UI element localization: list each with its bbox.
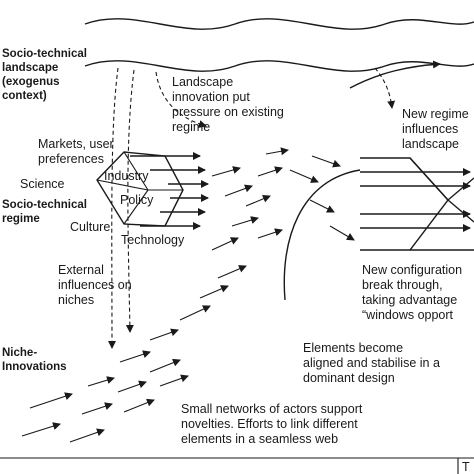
landscape-band [84, 18, 474, 72]
landscape-pressure-label: Landscape innovation put pressure on exi… [172, 75, 287, 134]
transition-curves [283, 60, 441, 301]
science-label: Science [20, 177, 65, 191]
niche-title: Niche- Innovations [2, 347, 67, 373]
regime-title: Socio-technical regime [2, 199, 90, 225]
regime-flow-arrows [211, 147, 355, 251]
new-regime-label: New regime influences landscape [402, 107, 472, 151]
culture-label: Culture [70, 220, 110, 234]
corner-label: T [462, 460, 470, 474]
industry-label: Industry [104, 169, 149, 183]
markets-label: Markets, user preferences [38, 137, 117, 166]
technology-label: Technology [121, 233, 185, 247]
new-regime-shape [360, 157, 474, 251]
regime-hexagon [96, 151, 184, 227]
niche-arrows [21, 265, 247, 443]
small-networks-label: Small networks of actors support novelti… [181, 402, 366, 446]
elements-aligned-label: Elements become aligned and stabilise in… [303, 341, 443, 385]
new-configuration-label: New configuration break through, taking … [362, 263, 466, 322]
regime-arrows [130, 152, 209, 230]
policy-label: Policy [120, 193, 154, 207]
landscape-title: Socio-technical landscape (exogenus cont… [2, 48, 90, 102]
frame-lines [0, 457, 474, 474]
external-influences-label: External influences on niches [58, 263, 135, 307]
